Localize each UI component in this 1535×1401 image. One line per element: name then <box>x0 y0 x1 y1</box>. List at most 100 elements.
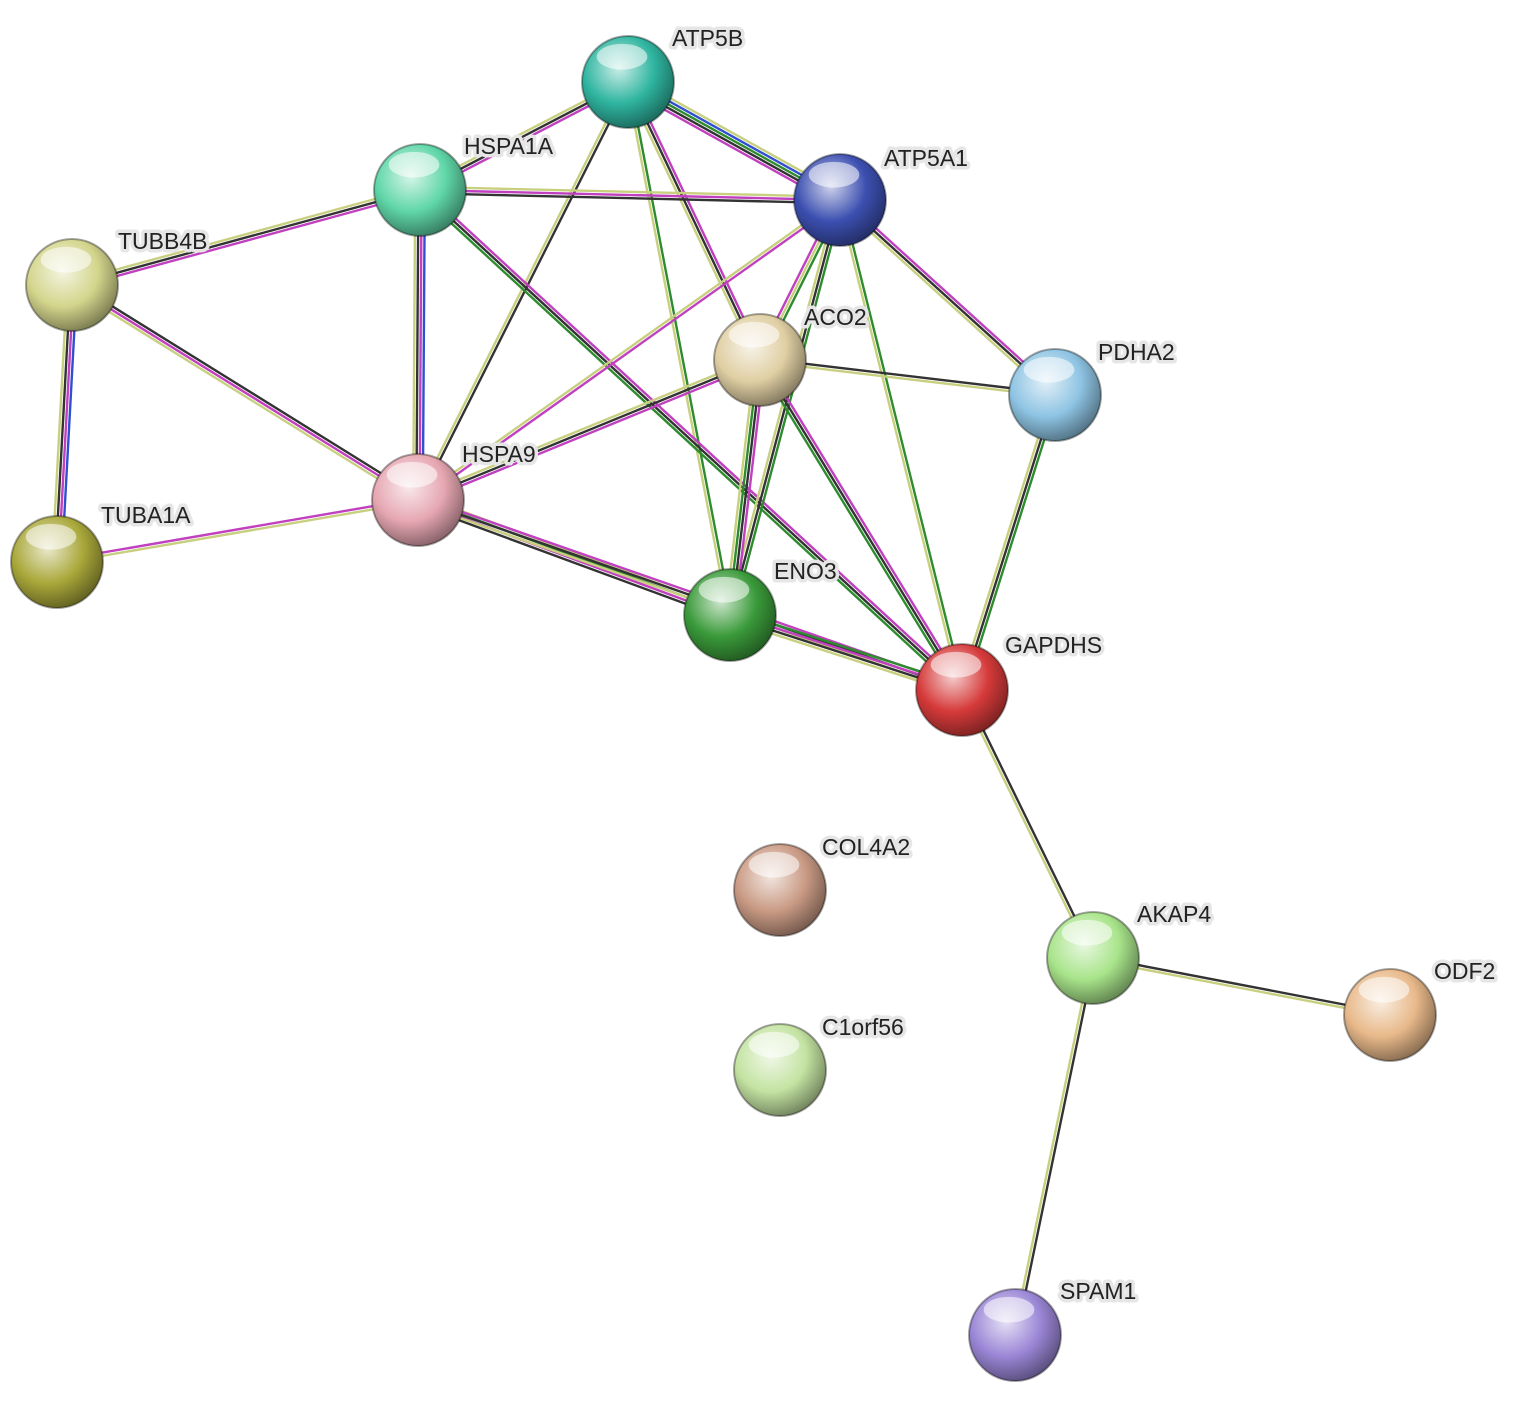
node-highlight <box>596 43 648 70</box>
node-label-tubb4b: TUBB4B <box>118 228 207 254</box>
node-outline <box>683 568 777 662</box>
edge-evidence-line <box>731 199 845 618</box>
edge-akap4-odf2[interactable] <box>1091 955 1392 1018</box>
edge-aco2-hspa9[interactable] <box>415 355 763 505</box>
node-outline <box>968 1288 1062 1382</box>
node-eno3[interactable] <box>683 568 777 662</box>
edge-evidence-line <box>960 393 1057 692</box>
node-tubb4b[interactable] <box>25 238 119 332</box>
node-gapdhs[interactable] <box>915 643 1009 737</box>
node-atp5a1[interactable] <box>793 153 887 247</box>
edge-evidence-line <box>56 500 420 565</box>
edge-evidence-line <box>836 201 1055 399</box>
edge-akap4-spam1[interactable] <box>1012 956 1096 1337</box>
node-hspa1a[interactable] <box>373 143 467 237</box>
node-label-odf2: ODF2 <box>1434 958 1495 984</box>
edge-hspa1a-hspa9[interactable] <box>412 188 426 502</box>
edge-evidence-line <box>416 358 762 502</box>
node-highlight <box>930 651 982 678</box>
edge-evidence-line <box>962 688 1096 959</box>
edge-evidence-line <box>57 283 75 564</box>
node-spam1[interactable] <box>968 1288 1062 1382</box>
node-label-aco2: ACO2 <box>804 304 867 330</box>
edge-evidence-line <box>54 283 72 564</box>
edge-evidence-line <box>417 200 843 503</box>
edge-atp5a1-hspa9[interactable] <box>415 197 843 503</box>
edge-atp5a1-gapdhs[interactable] <box>837 198 965 692</box>
edge-evidence-line <box>758 358 964 692</box>
edge-hspa1a-gapdhs[interactable] <box>416 186 966 694</box>
node-highlight <box>983 1296 1035 1323</box>
node-akap4[interactable] <box>1046 911 1140 1005</box>
node-outline <box>1343 968 1437 1062</box>
edge-aco2-gapdhs[interactable] <box>756 357 966 693</box>
edge-evidence-line <box>725 197 839 616</box>
node-pdha2[interactable] <box>1008 348 1102 442</box>
node-tuba1a[interactable] <box>10 515 104 609</box>
node-odf2[interactable] <box>1343 968 1437 1062</box>
node-col4a2[interactable] <box>733 843 827 937</box>
edge-evidence-line <box>840 198 965 691</box>
edge-evidence-line <box>758 360 1057 398</box>
node-outline <box>733 1023 827 1117</box>
edge-evidence-line <box>415 188 420 502</box>
edge-evidence-line <box>838 198 1057 397</box>
edge-atp5b-eno3[interactable] <box>625 80 733 617</box>
edge-evidence-line <box>840 196 1059 394</box>
edge-evidence-line <box>957 392 1054 691</box>
node-label-hspa1a: HSPA1A <box>464 133 554 159</box>
edge-tubb4b-tuba1a[interactable] <box>51 283 78 564</box>
edge-evidence-line <box>963 394 1060 693</box>
edge-evidence-line <box>70 283 420 502</box>
node-label-tuba1a: TUBA1A <box>101 502 191 528</box>
node-outline <box>373 143 467 237</box>
edge-evidence-line <box>418 191 842 205</box>
node-label-akap4: AKAP4 <box>1137 901 1211 927</box>
node-aco2[interactable] <box>713 313 807 407</box>
node-highlight <box>1061 919 1113 946</box>
node-outline <box>371 453 465 547</box>
edge-evidence-line <box>623 82 759 363</box>
edge-evidence-line <box>412 188 417 502</box>
node-label-gapdhs: GAPDHS <box>1005 632 1102 658</box>
edge-atp5a1-pdha2[interactable] <box>836 196 1059 399</box>
node-c1orf56[interactable] <box>733 1023 827 1117</box>
edge-evidence-line <box>628 80 733 616</box>
node-highlight <box>25 523 77 550</box>
edge-evidence-line <box>418 361 763 505</box>
node-outline <box>733 843 827 937</box>
edge-evidence-line <box>69 286 418 504</box>
edge-tubb4b-hspa9[interactable] <box>69 281 421 504</box>
edge-evidence-line <box>1012 956 1093 1336</box>
edge-gapdhs-akap4[interactable] <box>959 688 1096 960</box>
node-label-col4a2: COL4A2 <box>822 834 910 860</box>
edge-evidence-line <box>761 357 966 690</box>
edge-evidence-line <box>416 191 962 694</box>
node-highlight <box>748 851 800 878</box>
edge-evidence-line <box>420 186 966 689</box>
node-label-c1orf56: C1orf56 <box>822 1014 904 1040</box>
edge-tuba1a-hspa9[interactable] <box>55 497 420 565</box>
node-highlight <box>386 461 438 488</box>
edge-hspa1a-atp5a1[interactable] <box>418 185 842 205</box>
edge-layer <box>51 75 1392 1337</box>
edge-atp5b-aco2[interactable] <box>623 79 765 363</box>
edge-evidence-line <box>418 188 964 692</box>
node-outline <box>713 313 807 407</box>
node-outline <box>1008 348 1102 442</box>
node-highlight <box>748 1031 800 1058</box>
edge-evidence-line <box>415 503 730 621</box>
edge-hspa1a-tubb4b[interactable] <box>69 185 423 290</box>
node-label-spam1: SPAM1 <box>1060 1278 1136 1304</box>
node-atp5b[interactable] <box>581 35 675 129</box>
node-outline <box>25 238 119 332</box>
edge-evidence-line <box>959 689 1093 960</box>
node-hspa9[interactable] <box>371 453 465 547</box>
edge-evidence-line <box>60 284 78 564</box>
edge-evidence-line <box>418 188 842 202</box>
edge-aco2-pdha2[interactable] <box>758 357 1057 398</box>
edge-evidence-line <box>1091 958 1391 1018</box>
edge-pdha2-gapdhs[interactable] <box>957 392 1060 693</box>
